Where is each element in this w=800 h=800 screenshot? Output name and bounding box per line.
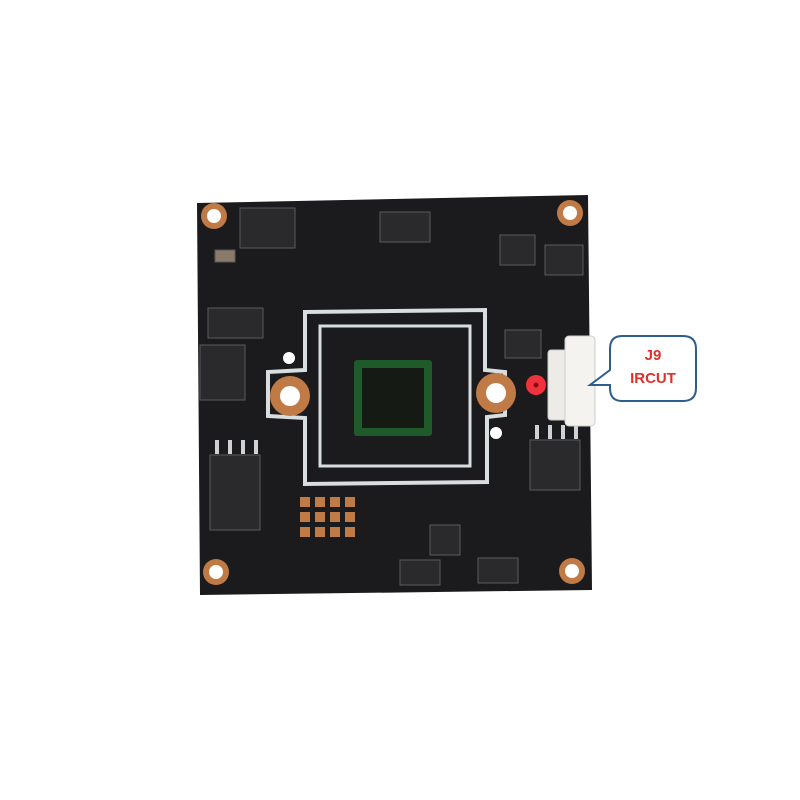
pad-grid: [300, 497, 355, 537]
callout-connector-id: J9: [644, 347, 662, 364]
pins: [215, 425, 578, 454]
callout-bubble: [587, 335, 697, 402]
lens-mount-outline: [266, 307, 507, 487]
lens-holes: [270, 352, 516, 439]
mounting-holes: [201, 200, 585, 585]
ircut-connector: [547, 335, 596, 427]
callout-connector-name: IRCUT: [630, 370, 676, 387]
lens-mount-inner: [318, 324, 472, 468]
components: [199, 207, 584, 586]
